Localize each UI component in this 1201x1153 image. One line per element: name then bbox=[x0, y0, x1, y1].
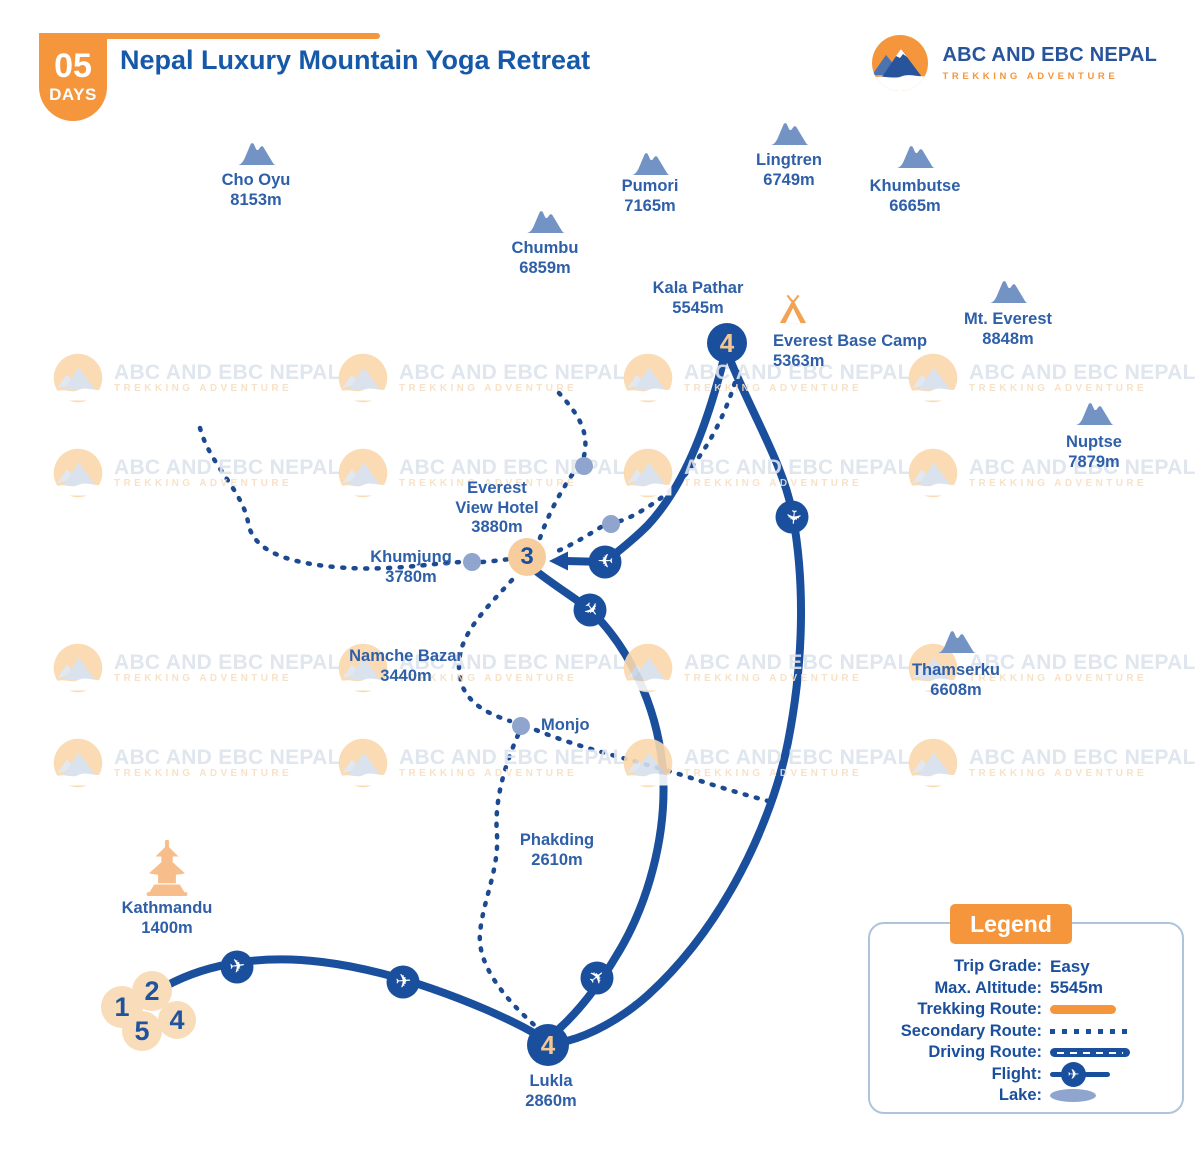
lake-dot bbox=[575, 457, 593, 475]
flight-marker-4: ✈ bbox=[573, 593, 607, 627]
legend-dotted-icon bbox=[1050, 1028, 1128, 1034]
flight-route-hotel-lukla bbox=[532, 567, 668, 1032]
legend-label: Trekking Route: bbox=[917, 1000, 1042, 1019]
plane-icon: ✈ bbox=[584, 964, 610, 992]
logo-mountain-icon bbox=[870, 33, 930, 93]
legend-row-max-altitude: Max. Altitude: 5545m bbox=[870, 978, 1168, 1000]
secondary-route-hotel-up bbox=[537, 469, 577, 541]
plane-icon: ✈ bbox=[597, 551, 613, 573]
flight-marker-6: ✈ bbox=[775, 500, 809, 534]
secondary-route-monjo-east bbox=[533, 727, 779, 806]
logo-name: ABC AND EBC NEPAL bbox=[942, 44, 1157, 66]
secondary-route-upper bbox=[556, 390, 588, 459]
plane-icon: ✈ bbox=[394, 970, 412, 994]
legend-label: Secondary Route: bbox=[900, 1021, 1042, 1040]
logo-text: ABC AND EBC NEPAL TREKKING ADVENTURE bbox=[942, 44, 1157, 82]
days-badge: 05 DAYS bbox=[39, 33, 107, 121]
lake-dot bbox=[602, 515, 620, 533]
lake-dot bbox=[463, 553, 481, 571]
tent-icon bbox=[777, 293, 809, 325]
secondary-route-monjo-lukla bbox=[477, 732, 543, 1033]
flight-marker-1: ✈ bbox=[220, 950, 254, 984]
place-label-monjo: Monjo bbox=[541, 716, 590, 734]
mountain-icon-cho-oyu bbox=[235, 136, 277, 166]
day-node-kathmandu-day-2: 2 bbox=[132, 971, 172, 1011]
secondary-route-khumjung-hotel bbox=[479, 556, 513, 565]
legend-row-secondary-route: Secondary Route: bbox=[870, 1021, 1168, 1043]
company-logo: ABC AND EBC NEPAL TREKKING ADVENTURE bbox=[870, 33, 1157, 93]
day-node-kathmandu-day-4: 4 bbox=[158, 1001, 196, 1039]
secondary-route-khumjung bbox=[197, 425, 466, 571]
legend-row-trip-grade: Trip Grade: Easy bbox=[870, 956, 1168, 978]
mountain-icon-pumori bbox=[629, 146, 671, 176]
mountain-icon-nuptse bbox=[1073, 396, 1115, 426]
legend-driving-icon bbox=[1050, 1048, 1130, 1058]
flight-marker-5: ✈ bbox=[588, 545, 622, 579]
mountain-icon-thamserku bbox=[935, 624, 977, 654]
legend-row-flight: Flight: ✈ bbox=[870, 1061, 1168, 1087]
legend-label: Trip Grade: bbox=[953, 957, 1042, 976]
day-node-kathmandu-day-5: 5 bbox=[122, 1011, 162, 1051]
mountain-icon-mt-everest bbox=[987, 274, 1029, 304]
plane-icon: ✈ bbox=[780, 508, 804, 526]
legend-row-driving-route: Driving Route: bbox=[870, 1042, 1168, 1064]
secondary-route-hotel-monjo bbox=[456, 577, 515, 724]
legend-row-lake: Lake: bbox=[870, 1085, 1168, 1107]
header-accent-bar bbox=[39, 33, 380, 39]
legend-label: Lake: bbox=[998, 1086, 1042, 1105]
secondary-route-lake-hotel bbox=[550, 524, 604, 556]
flight-marker-2: ✈ bbox=[386, 965, 420, 999]
legend-label: Flight: bbox=[991, 1064, 1042, 1083]
flight-marker-3: ✈ bbox=[580, 961, 614, 995]
days-number: 05 bbox=[54, 47, 92, 85]
legend-title: Legend bbox=[950, 904, 1072, 944]
legend-lake-icon bbox=[1050, 1089, 1096, 1103]
legend-value: 5545m bbox=[1050, 978, 1103, 998]
legend-trek-icon bbox=[1050, 1005, 1116, 1015]
secondary-route-kala-lake bbox=[617, 369, 741, 524]
mountain-icon-khumbutse bbox=[894, 139, 936, 169]
legend-row-trekking-route: Trekking Route: bbox=[870, 999, 1168, 1021]
mountain-icon-chumbu bbox=[524, 204, 566, 234]
day-node-kala-pathar-day: 4 bbox=[707, 323, 747, 363]
legend-flight-icon: ✈ bbox=[1050, 1061, 1110, 1087]
legend-label: Max. Altitude: bbox=[934, 978, 1042, 997]
day-node-everest-view-hotel-day: 3 bbox=[508, 538, 546, 576]
legend-label: Driving Route: bbox=[928, 1043, 1042, 1062]
lake-dot bbox=[512, 717, 530, 735]
days-label: DAYS bbox=[49, 85, 97, 104]
page-title: Nepal Luxury Mountain Yoga Retreat bbox=[120, 45, 591, 75]
day-node-lukla-day: 4 bbox=[527, 1024, 569, 1066]
route-arrowhead bbox=[549, 551, 568, 571]
mountain-icon-lingtren bbox=[768, 116, 810, 146]
legend-value: Easy bbox=[1050, 956, 1090, 976]
plane-icon: ✈ bbox=[227, 955, 247, 979]
flight-route-kala-lukla bbox=[563, 358, 805, 1045]
logo-tagline: TREKKING ADVENTURE bbox=[942, 71, 1119, 82]
plane-icon: ✈ bbox=[576, 597, 604, 623]
stupa-icon bbox=[141, 840, 193, 896]
